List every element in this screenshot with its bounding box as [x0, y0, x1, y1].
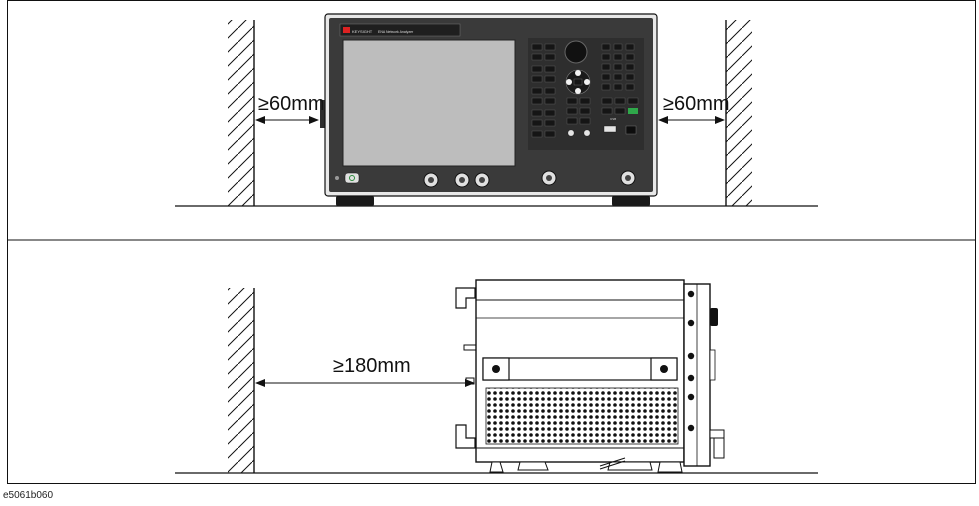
frame-screw-icon	[687, 319, 695, 327]
frame-screw-icon	[687, 374, 695, 382]
power-icon	[349, 175, 355, 181]
front-left-dimension: ≥60mm	[255, 93, 325, 124]
small-round-button-icon	[583, 129, 591, 137]
figure-caption: e5061b060	[3, 490, 54, 501]
arrow-up-icon	[575, 70, 581, 76]
arrow-down-icon	[575, 88, 581, 94]
side-rear-wall	[228, 288, 255, 473]
frame-screw-icon	[687, 393, 695, 401]
usb-port-icon	[625, 125, 637, 135]
front-right-dimension: ≥60mm	[658, 93, 730, 124]
handle-screw-icon	[492, 365, 500, 373]
side-handle-left	[320, 100, 325, 128]
model-label: ENA Network Analyzer	[378, 30, 414, 34]
usb-port-icon	[603, 125, 617, 133]
side-view: ≥180mm	[175, 279, 818, 474]
analyzer-side-profile	[455, 279, 725, 473]
front-right-clearance-label: ≥60mm	[663, 93, 730, 115]
front-left-wall	[228, 20, 255, 206]
front-foot-left	[336, 196, 374, 206]
small-round-button-icon	[567, 129, 575, 137]
display-screen	[342, 39, 516, 167]
frame-screw-icon	[687, 352, 695, 360]
green-key-icon	[628, 108, 638, 114]
arrow-keys	[565, 69, 591, 95]
brand-logo-icon	[343, 27, 350, 33]
diagram-border	[7, 0, 976, 484]
front-left-clearance-label: ≥60mm	[258, 93, 325, 115]
arrow-right-icon	[584, 79, 590, 85]
svg-text:USB: USB	[610, 117, 616, 121]
front-right-wall	[725, 20, 752, 206]
standby-indicator-icon	[335, 176, 339, 180]
frame-screw-icon	[687, 290, 695, 298]
rotary-knob-icon	[564, 40, 588, 64]
front-knob-icon	[710, 308, 718, 326]
side-rear-dimension: ≥180mm	[255, 355, 475, 387]
test-port-connectors	[423, 170, 636, 188]
power-button	[344, 172, 360, 184]
arrow-left-icon	[566, 79, 572, 85]
vent-grill	[485, 387, 679, 445]
brand-label: KEYSIGHT	[352, 29, 373, 34]
front-view: KEYSIGHT ENA Network Analyzer	[175, 13, 818, 207]
handle-screw-icon	[660, 365, 668, 373]
rear-clearance-label: ≥180mm	[333, 355, 411, 377]
carry-handle	[482, 357, 678, 381]
front-foot-right	[612, 196, 650, 206]
analyzer-front-panel: KEYSIGHT ENA Network Analyzer	[320, 13, 658, 206]
frame-screw-icon	[687, 424, 695, 432]
softkey-area: USB	[528, 38, 644, 150]
